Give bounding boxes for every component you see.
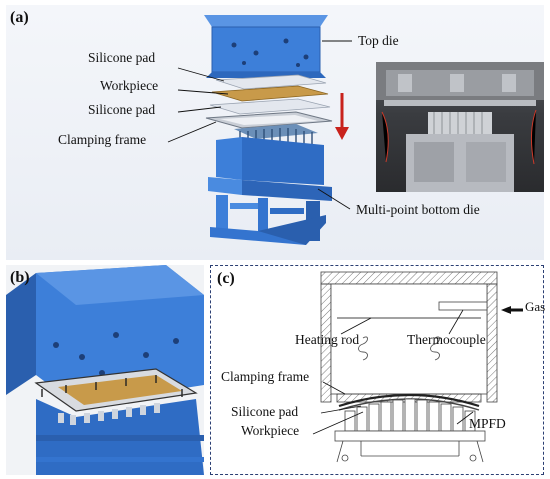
callout-silicone-pad-top: Silicone pad bbox=[88, 50, 156, 65]
panel-a: (a) bbox=[6, 5, 544, 260]
callout-clamping-frame: Clamping frame bbox=[58, 132, 147, 147]
panel-a-label: (a) bbox=[10, 9, 29, 26]
silicone-pad-top-shape bbox=[215, 74, 327, 90]
callout-bottom-die: Multi-point bottom die bbox=[356, 202, 480, 217]
panel-c: (c) bbox=[210, 265, 546, 475]
callout-top-die: Top die bbox=[358, 33, 399, 48]
bottom-die bbox=[208, 137, 332, 245]
top-die bbox=[204, 15, 328, 78]
workpiece-shape bbox=[211, 85, 329, 102]
callout-silicone-pad-bottom: Silicone pad bbox=[88, 102, 156, 117]
assembled-die-illustration bbox=[6, 265, 204, 475]
exploded-die-illustration bbox=[167, 15, 352, 245]
callout-silicone-pad-c: Silicone pad bbox=[231, 404, 299, 419]
silicone-pad-bottom-shape bbox=[209, 98, 331, 115]
callout-heating-rod: Heating rod bbox=[295, 332, 360, 347]
pin-array bbox=[234, 124, 318, 155]
callout-clamping-frame-c: Clamping frame bbox=[221, 369, 310, 384]
callout-workpiece: Workpiece bbox=[100, 78, 159, 93]
callout-thermocouple: Thermocouple bbox=[407, 332, 486, 347]
equipment-photo bbox=[376, 62, 544, 192]
callout-workpiece-c: Workpiece bbox=[241, 423, 300, 438]
callout-gas: Gas bbox=[525, 299, 546, 314]
panel-b: (b) bbox=[6, 265, 204, 475]
down-arrow bbox=[335, 93, 349, 140]
panel-c-label: (c) bbox=[217, 270, 235, 287]
cross-section-schematic bbox=[312, 271, 523, 463]
callout-mpfd: MPFD bbox=[469, 416, 506, 431]
panel-b-label: (b) bbox=[10, 269, 30, 286]
